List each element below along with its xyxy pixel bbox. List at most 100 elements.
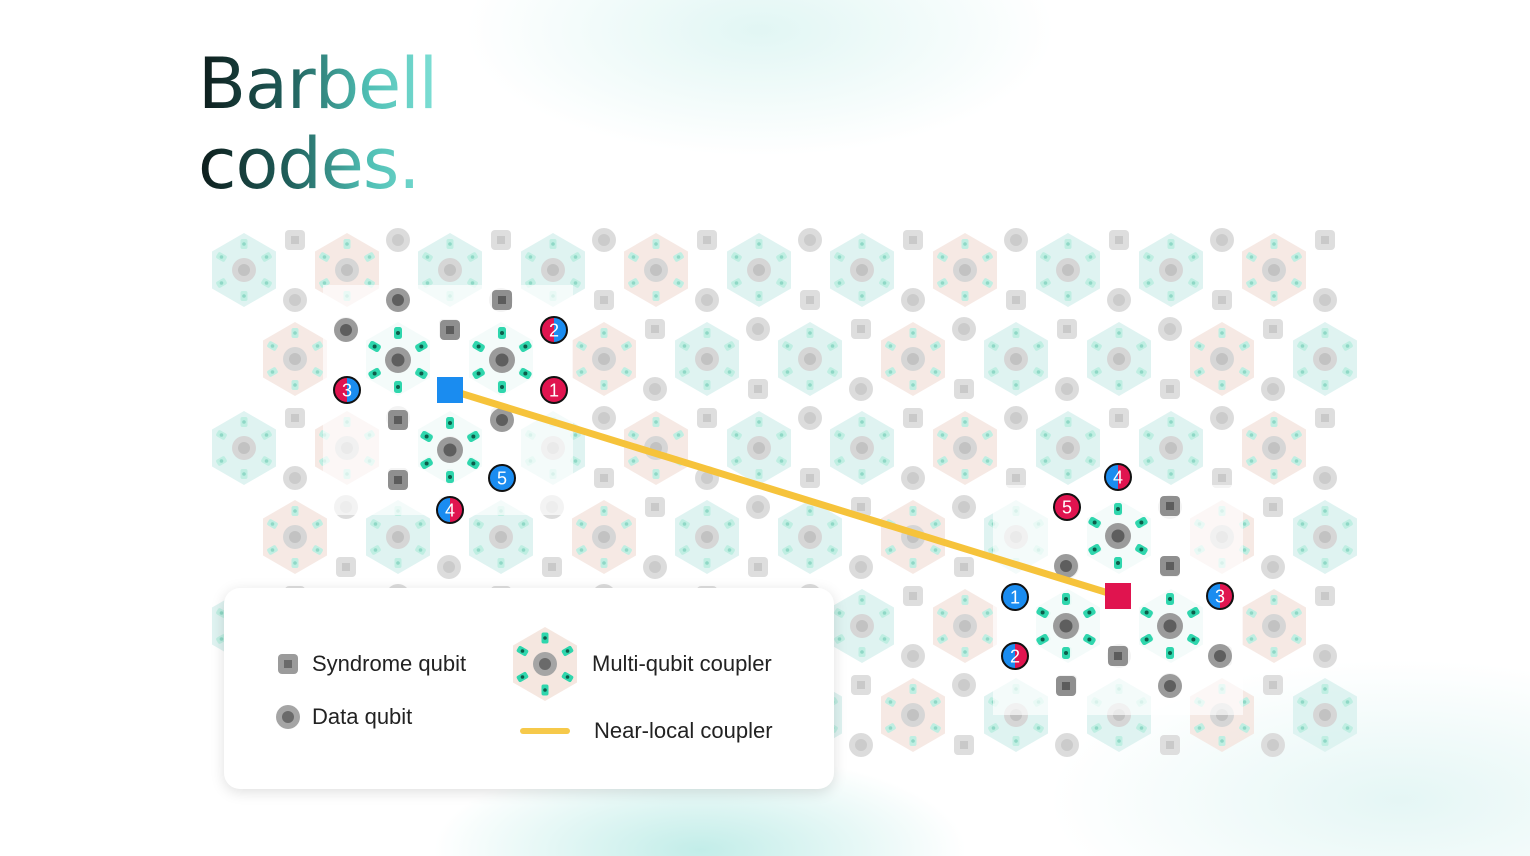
coupler-spoke-dot [1345, 726, 1350, 730]
coupler-spoke-dot [528, 255, 533, 259]
coupler-spoke-dot [963, 650, 967, 654]
multi-qubit-coupler [1139, 233, 1203, 307]
coupler-spoke-dot [1300, 344, 1305, 348]
legend-data: Data qubit [276, 704, 412, 730]
data-qubit-core [1216, 412, 1228, 424]
data-qubit-core [443, 561, 455, 573]
coupler-spoke-dot [264, 255, 269, 259]
syndrome-qubit-core [1114, 652, 1122, 660]
coupler-spoke-dot [1272, 294, 1276, 298]
coupler-spoke-dot [1043, 255, 1048, 259]
data-qubit-core [804, 353, 816, 365]
data-qubit-core [701, 531, 713, 543]
coupler-spoke-dot [624, 548, 629, 552]
syndrome-qubit-core [291, 236, 299, 244]
coupler-spoke-dot [1191, 637, 1196, 642]
coupler-spoke-dot [940, 255, 945, 259]
coupler-spoke-dot [940, 459, 945, 463]
coupler-spoke-dot [830, 548, 835, 552]
syndrome-qubit-core [806, 296, 814, 304]
coupler-spoke-dot [1088, 281, 1093, 285]
badge-number: 2 [549, 321, 559, 341]
coupler-spoke-dot [1092, 547, 1097, 552]
badge-disc [1053, 493, 1081, 521]
coupler-spoke-dot [1323, 331, 1327, 335]
multi-qubit-coupler [830, 411, 894, 485]
coupler-spoke-dot [1345, 522, 1350, 526]
data-qubit-core [443, 443, 457, 457]
coupler-spoke-dot [1345, 370, 1350, 374]
coupler-spoke-dot [1345, 548, 1350, 552]
data-qubit-core [907, 650, 919, 662]
coupler-spoke-dot [779, 433, 784, 437]
data-qubit-core [1113, 353, 1125, 365]
coupler-spoke-dot [373, 548, 378, 552]
coupler-spoke-dot [1220, 739, 1224, 743]
coupler-spoke-dot [757, 472, 761, 476]
syndrome-qubit-core [909, 414, 917, 422]
coupler-spoke-dot [521, 548, 526, 552]
data-qubit-core [701, 472, 713, 484]
coupler-spoke-dot [985, 611, 990, 615]
multi-qubit-coupler [933, 589, 997, 663]
syndrome-qubit-core [960, 741, 968, 749]
coupler-spoke-dot [551, 242, 555, 246]
syndrome-qubit-core [1115, 414, 1123, 422]
data-qubit-core [238, 264, 250, 276]
coupler-spoke-dot [1242, 700, 1247, 704]
coupler-spoke-dot [882, 459, 887, 463]
coupler-spoke-dot [367, 255, 372, 259]
coupler-spoke-dot [757, 242, 761, 246]
coupler-spoke-dot [985, 637, 990, 641]
coupler-spoke-dot [264, 433, 269, 437]
data-qubit-core [752, 323, 764, 335]
multi-qubit-coupler [881, 678, 945, 752]
multi-qubit-coupler [1242, 411, 1306, 485]
coupler-spoke-dot [1272, 242, 1276, 246]
coupler-spoke-dot [521, 522, 526, 526]
coupler-spoke-dot [1300, 548, 1305, 552]
syndrome-qubit-core [394, 476, 402, 484]
coupler-spoke-dot [1064, 597, 1068, 601]
coupler-spoke-dot [1064, 651, 1068, 655]
data-qubit-core [804, 531, 816, 543]
coupler-spoke-dot [837, 281, 842, 285]
legend-coupler-spoke-dot [543, 636, 547, 640]
coupler-spoke-dot [933, 726, 938, 730]
data-qubit-core [1319, 709, 1331, 721]
syndrome-qubit-core [1166, 562, 1174, 570]
coupler-spoke-dot [315, 548, 320, 552]
coupler-spoke-dot [808, 561, 812, 565]
coupler-spoke-dot [1014, 739, 1018, 743]
coupler-spoke-dot [888, 700, 893, 704]
coupler-spoke-dot [1294, 459, 1299, 463]
data-qubit-core [753, 264, 765, 276]
coupler-spoke-dot [734, 255, 739, 259]
coupler-spoke-dot [911, 561, 915, 565]
coupler-spoke-dot [573, 459, 578, 463]
syndrome-qubit-core [703, 414, 711, 422]
data-qubit-core [1319, 353, 1331, 365]
badge-number: 5 [1062, 498, 1072, 518]
badge-number: 1 [549, 381, 559, 401]
syndrome-qubit-core [1218, 296, 1226, 304]
coupler-spoke-dot [500, 331, 504, 335]
multi-qubit-coupler [778, 500, 842, 574]
coupler-spoke-dot [1249, 611, 1254, 615]
coupler-spoke-dot [757, 420, 761, 424]
coupler-spoke-dot [888, 726, 893, 730]
coupler-spoke-dot [579, 370, 584, 374]
coupler-spoke-dot [705, 331, 709, 335]
multi-qubit-coupler [1242, 589, 1306, 663]
coupler-spoke-dot [705, 509, 709, 513]
multi-qubit-coupler [1293, 678, 1357, 752]
data-qubit-core [392, 294, 404, 306]
coupler-spoke-dot [264, 281, 269, 285]
coupler-spoke-dot [1040, 637, 1045, 642]
badge-disc [488, 464, 516, 492]
coupler-spoke-dot [808, 331, 812, 335]
data-qubit-core [958, 323, 970, 335]
multi-qubit-coupler [830, 589, 894, 663]
coupler-spoke-dot [1014, 383, 1018, 387]
coupler-spoke-dot [654, 472, 658, 476]
